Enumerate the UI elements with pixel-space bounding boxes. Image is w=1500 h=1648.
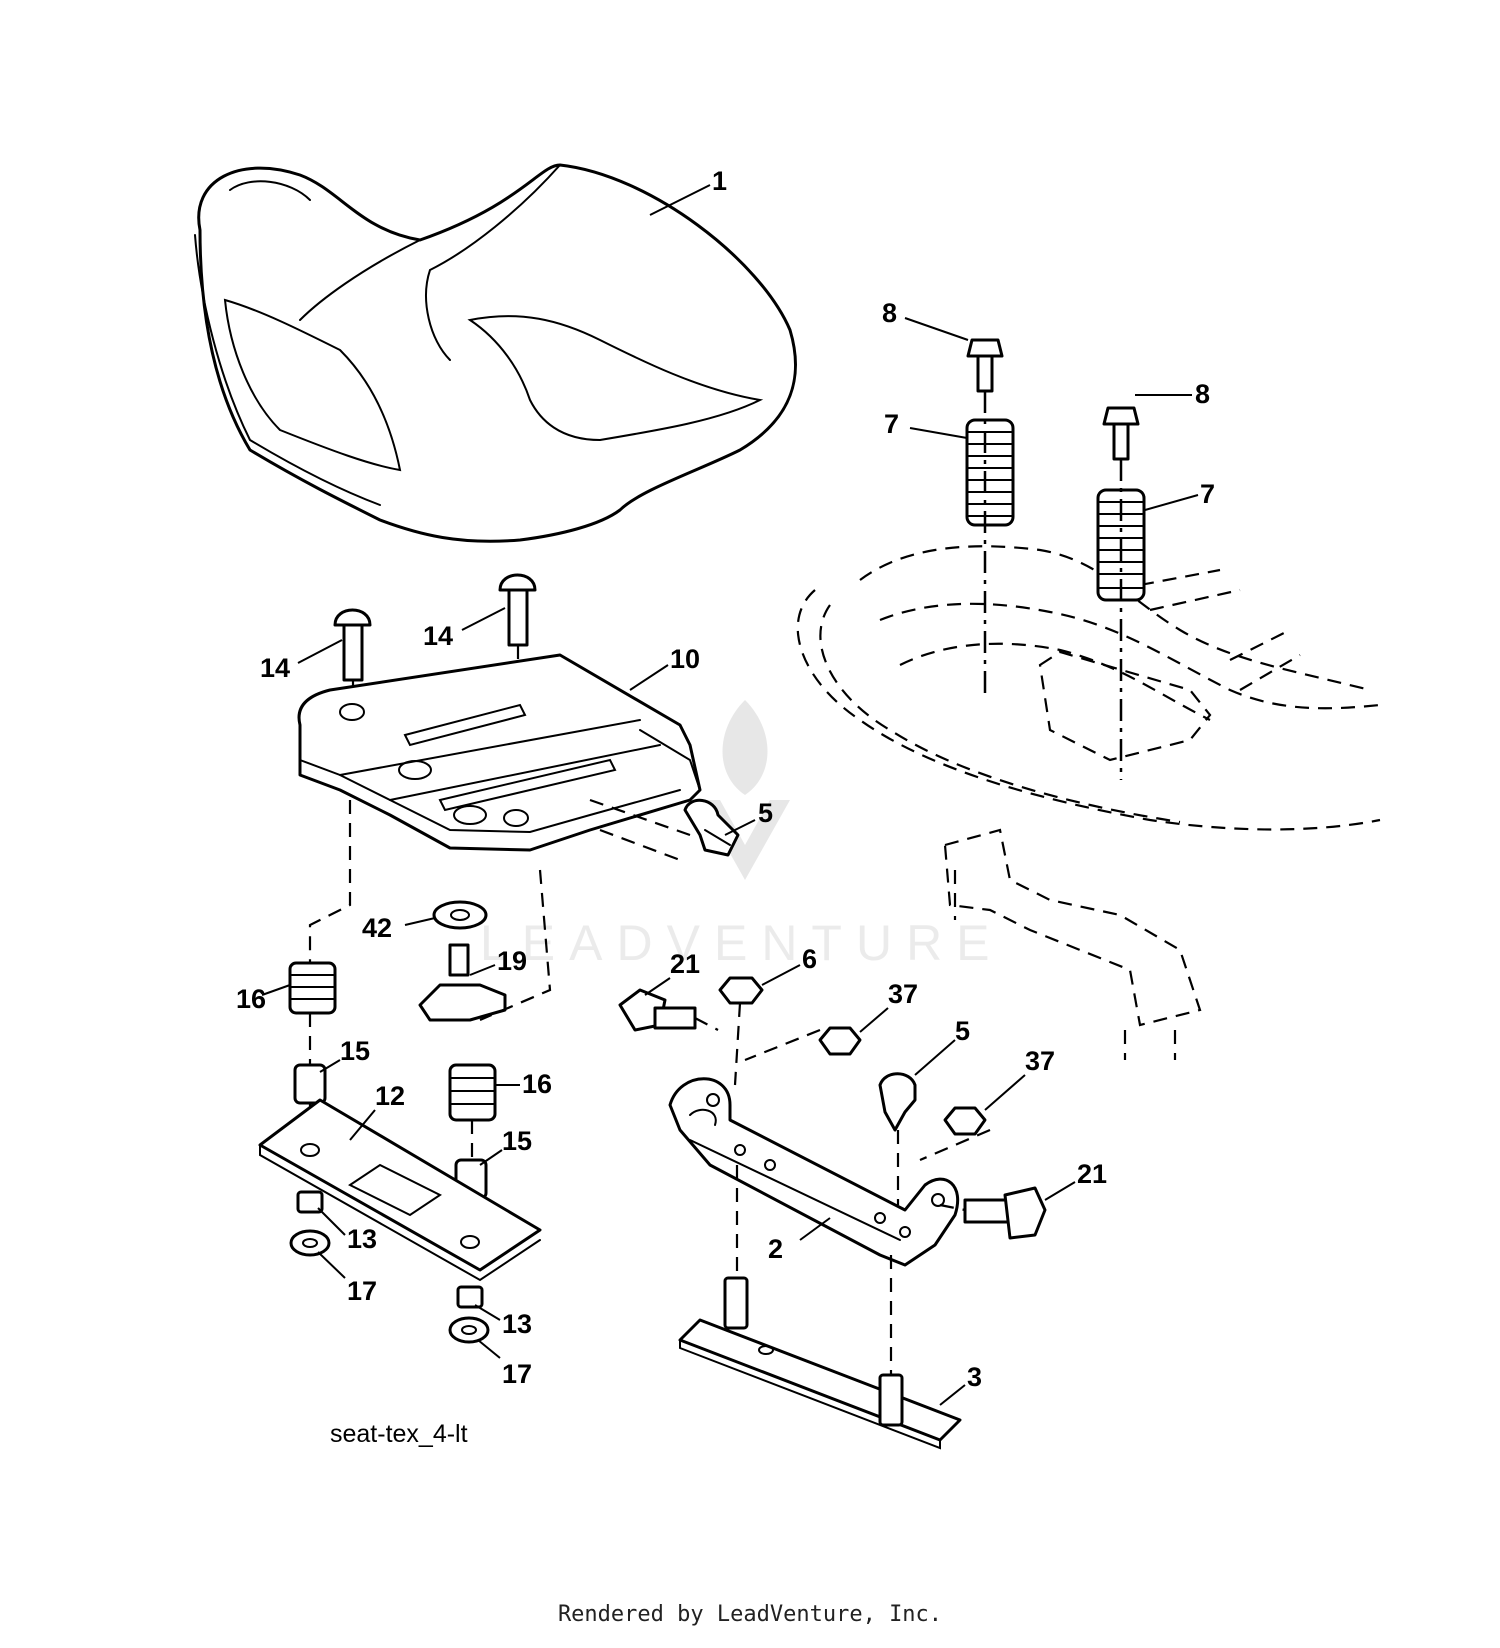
callout-42: 42 [362, 913, 392, 943]
callout-8-right: 8 [1195, 379, 1210, 409]
nut-37-lower [919, 1106, 991, 1162]
callout-13-right: 13 [502, 1309, 532, 1339]
callout-21-right: 21 [1077, 1159, 1107, 1189]
callout-5-lower: 5 [955, 1016, 970, 1046]
callout-14-right: 14 [423, 621, 453, 651]
flange-nut-17-left [289, 1229, 331, 1257]
callout-16-right: 16 [522, 1069, 552, 1099]
watermark-text: LEADVENTURE [480, 915, 1004, 971]
callout-37-upper: 37 [888, 979, 918, 1009]
callout-17-left: 17 [347, 1276, 377, 1306]
footer-credit: Rendered by LeadVenture, Inc. [557, 1602, 943, 1627]
callout-15-left: 15 [340, 1036, 370, 1066]
locknut-6 [718, 976, 764, 1086]
callouts: 1 8 8 7 7 14 14 10 5 42 19 16 16 15 15 1… [236, 166, 1215, 1448]
callout-13-left: 13 [347, 1224, 377, 1254]
callout-15-right: 15 [502, 1126, 532, 1156]
callout-8-left: 8 [882, 298, 897, 328]
nut-13-left [296, 1190, 324, 1214]
shoulder-bolt-21-right [939, 1186, 1047, 1240]
spring-16-right [448, 1063, 497, 1122]
seat-switch-5-lower [878, 1072, 917, 1205]
carriage-bolt-14-left [333, 608, 372, 700]
seat-switch-5-upper [683, 799, 740, 857]
callout-14-left: 14 [260, 653, 290, 683]
seat-pan-10 [297, 653, 702, 862]
screw-8-right [1102, 406, 1140, 780]
callout-6: 6 [802, 944, 817, 974]
callout-21-left: 21 [670, 949, 700, 979]
callout-1: 1 [712, 166, 727, 196]
callout-5-upper: 5 [758, 798, 773, 828]
shoulder-bolt-21-left [618, 988, 719, 1032]
frame-dashed-outline [796, 545, 1381, 1060]
leadventure-watermark: LEADVENTURE [480, 700, 1004, 971]
flange-nut-17-right [448, 1316, 490, 1344]
seat-bracket-2 [668, 1077, 960, 1267]
nut-37-upper [744, 1026, 862, 1062]
washer-42 [432, 900, 488, 930]
callout-7-right: 7 [1200, 479, 1215, 509]
diagram-code: seat-tex_4-lt [330, 1420, 468, 1448]
spring-7-left [965, 418, 1015, 527]
knob-19 [418, 943, 507, 1022]
seat-1 [194, 163, 798, 543]
callout-2: 2 [768, 1234, 783, 1264]
callout-12: 12 [375, 1081, 405, 1111]
callout-17-right: 17 [502, 1359, 532, 1389]
callout-3: 3 [967, 1362, 982, 1392]
callout-16-left: 16 [236, 984, 266, 1014]
spring-16-left [288, 961, 337, 1015]
screw-8-left [966, 338, 1004, 700]
bracket-12 [258, 1098, 542, 1282]
callout-37-lower: 37 [1025, 1046, 1055, 1076]
callout-7-left: 7 [884, 409, 899, 439]
nut-13-right [456, 1285, 484, 1309]
callout-10: 10 [670, 644, 700, 674]
callout-19: 19 [497, 946, 527, 976]
plate-3 [678, 1165, 962, 1450]
